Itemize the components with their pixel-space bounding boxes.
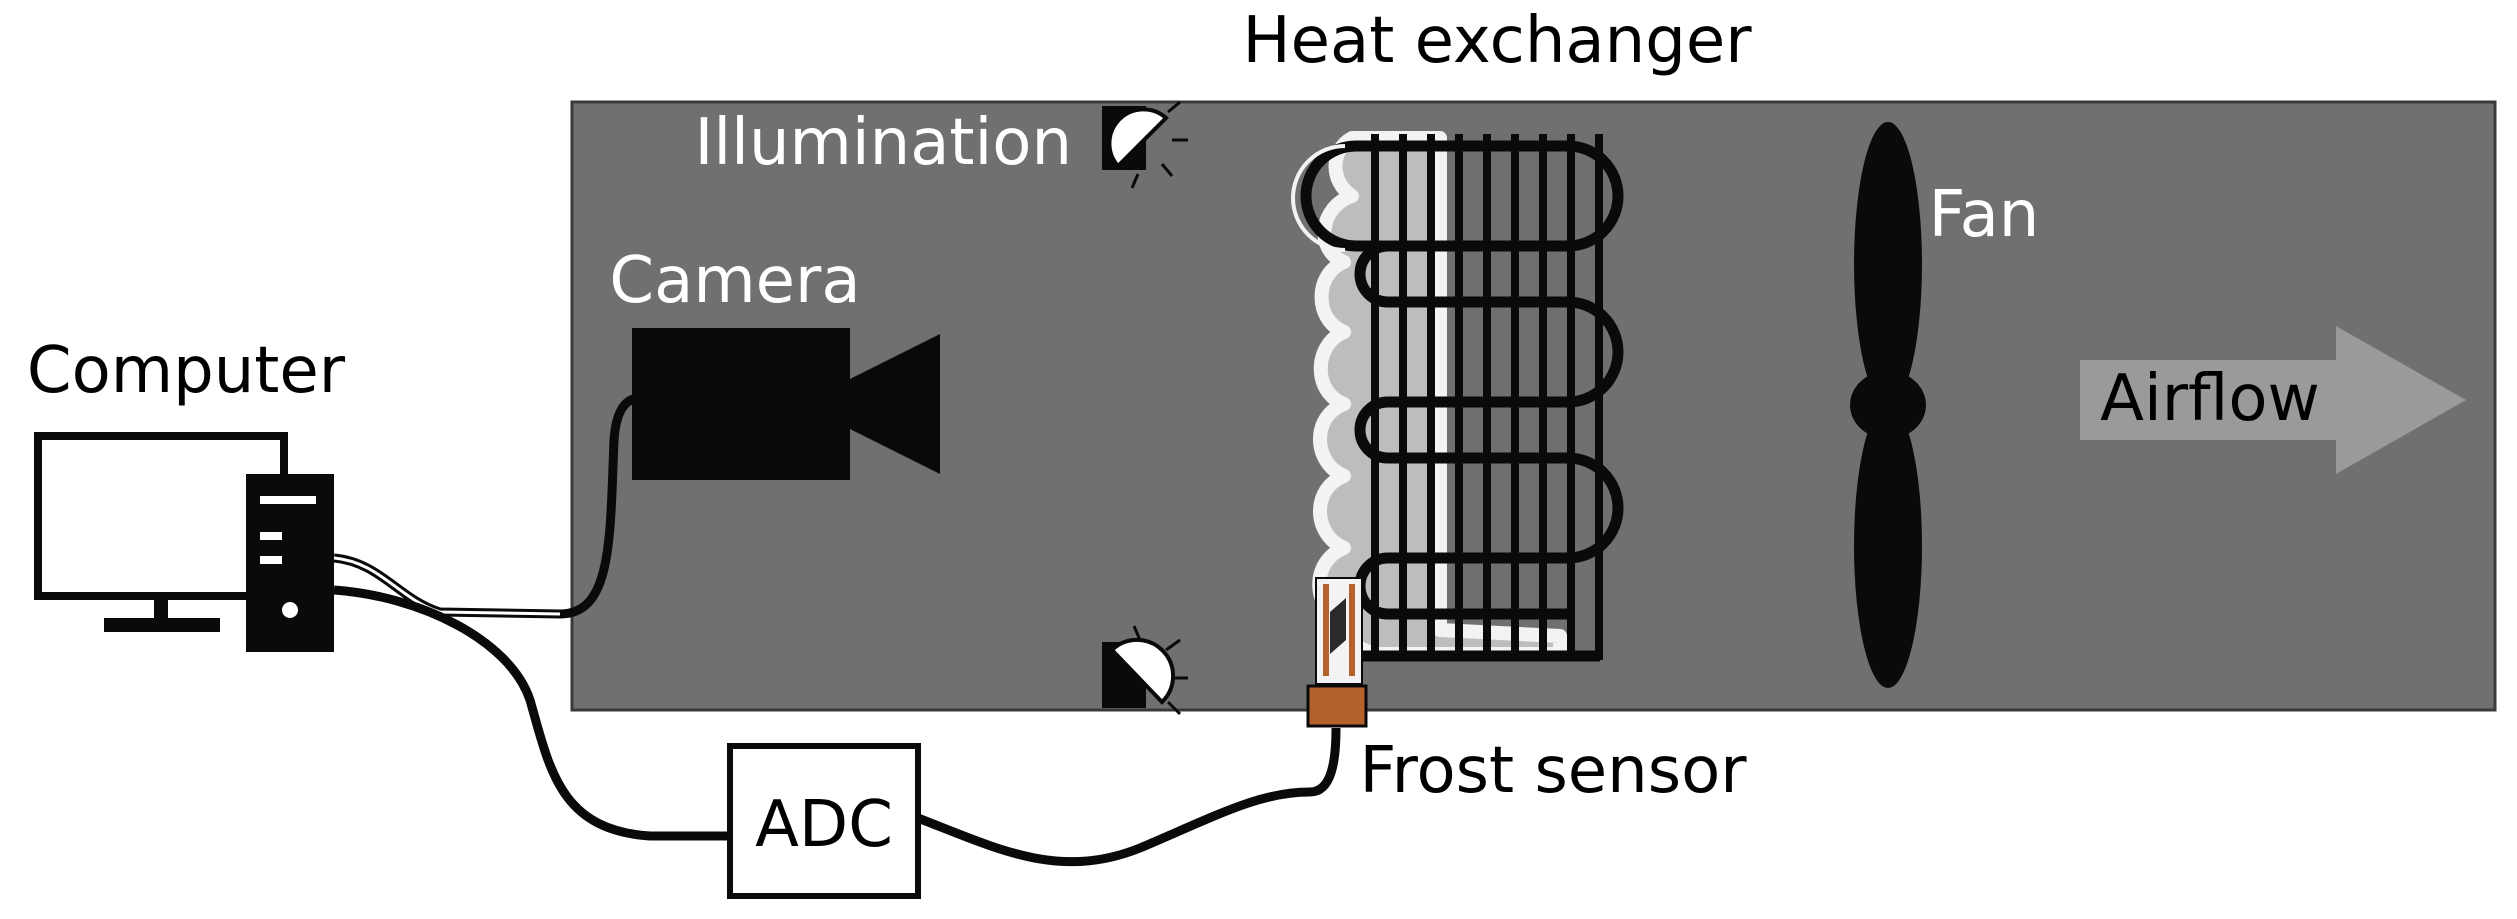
heat-exchanger-label: Heat exchanger bbox=[1243, 4, 1753, 78]
frost-sensor-label: Frost sensor bbox=[1359, 734, 1747, 808]
fan-icon bbox=[1850, 122, 1926, 688]
camera-label: Camera bbox=[609, 244, 860, 318]
fan-label: Fan bbox=[1929, 178, 2040, 252]
illumination-label: Illumination bbox=[695, 106, 1073, 180]
lamp-icon-bottom bbox=[1102, 625, 1188, 716]
adc-label: ADC bbox=[755, 788, 893, 862]
camera-icon bbox=[632, 328, 940, 480]
lamp-icon-top bbox=[1102, 100, 1188, 189]
computer-tower-icon bbox=[246, 474, 334, 652]
adc-box bbox=[727, 743, 921, 899]
airflow-label: Airflow bbox=[2100, 362, 2320, 436]
adc-cable bbox=[333, 585, 732, 841]
sensor-cable bbox=[916, 727, 1341, 867]
cables bbox=[333, 393, 1341, 867]
computer-monitor-icon bbox=[34, 432, 288, 632]
arrow-icon bbox=[2080, 326, 2466, 474]
computer-label: Computer bbox=[27, 334, 346, 408]
frost-sensor-icon bbox=[1306, 577, 1368, 728]
